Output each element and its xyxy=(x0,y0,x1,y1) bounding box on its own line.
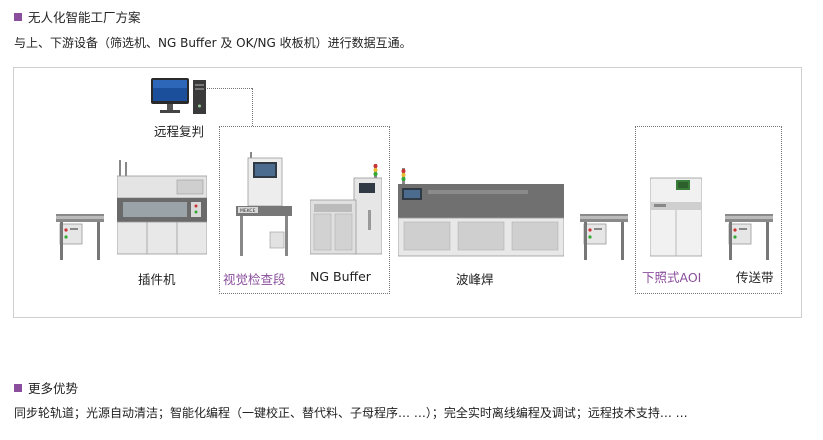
aoi-machine xyxy=(650,177,702,257)
remote-connector-line xyxy=(204,88,252,89)
section-header-solution: 无人化智能工厂方案 xyxy=(14,7,141,26)
ng-buffer-label: NG Buffer xyxy=(310,269,371,284)
wave-soldering-label: 波峰焊 xyxy=(456,272,494,287)
production-line-diagram: 远程复判 插件机 MEKCE 视觉 xyxy=(13,67,802,318)
plugin-machine-label: 插件机 xyxy=(138,272,176,287)
conveyor-left-machine xyxy=(56,214,104,260)
conveyor-middle-machine xyxy=(580,214,628,260)
wave-soldering-machine xyxy=(398,168,564,257)
plugin-machine xyxy=(117,160,207,255)
conveyor-right-machine xyxy=(725,214,773,260)
square-bullet-icon xyxy=(14,383,22,392)
aoi-group-box xyxy=(635,126,782,294)
ng-buffer-machine xyxy=(310,164,382,255)
section-description: 同步轮轨道；光源自动清洁；智能化编程（一键校正、替代料、子母程序… …）；完全实… xyxy=(14,406,688,420)
remote-review-label: 远程复判 xyxy=(154,124,205,139)
section-header-advantages: 更多优势 xyxy=(14,378,78,397)
remote-review-group-box xyxy=(219,126,390,294)
remote-pc-icon xyxy=(151,78,206,114)
section-title: 更多优势 xyxy=(28,381,79,396)
aoi-label: 下照式AOI xyxy=(642,270,702,285)
section-title: 无人化智能工厂方案 xyxy=(28,10,141,25)
mekce-logo: MEKCE xyxy=(240,208,256,214)
visual-inspection-machine: MEKCE xyxy=(236,152,292,256)
visual-inspection-label: 视觉检查段 xyxy=(223,272,286,287)
section-description: 与上、下游设备（筛选机、NG Buffer 及 OK/NG 收板机）进行数据互通… xyxy=(14,36,412,50)
square-bullet-icon xyxy=(14,12,22,21)
conveyor-label: 传送带 xyxy=(736,270,774,285)
remote-connector-vline xyxy=(252,88,253,126)
